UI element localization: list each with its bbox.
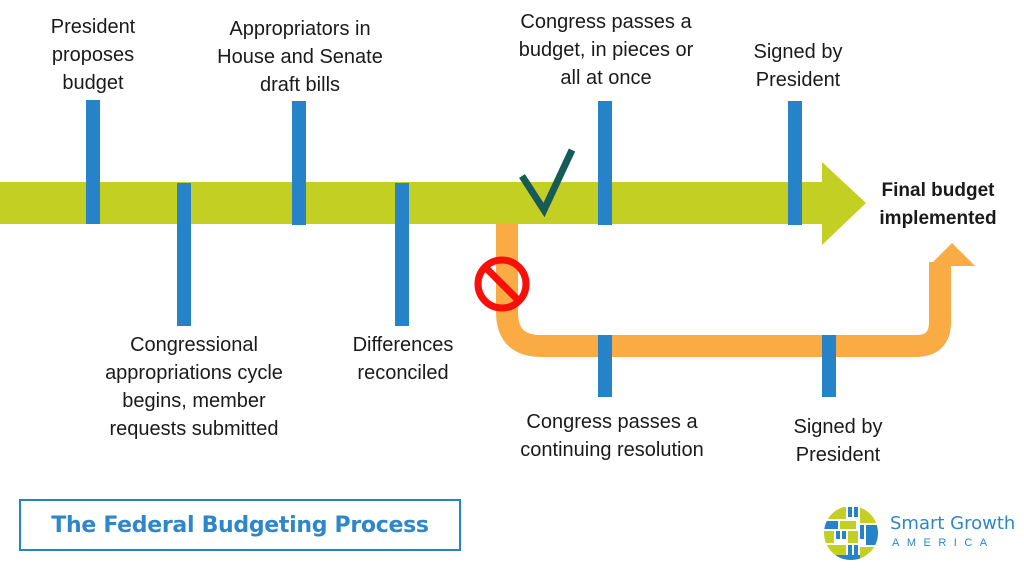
main-path xyxy=(0,182,824,224)
step-label-differences-reconciled: Differences reconciled xyxy=(352,334,454,384)
logo-subtitle: AMERICA xyxy=(892,537,995,549)
step-label-appropriators-draft: Appropriators in House and Senate draft … xyxy=(217,18,383,96)
step-label-appropriations-cycle: Congressional appropriations cycle begin… xyxy=(105,334,283,440)
logo-emblem-icon xyxy=(824,506,878,560)
alternate-path xyxy=(496,222,951,357)
logo-name: Smart Growth xyxy=(890,513,1016,534)
step-label-congress-passes-budget: Congress passes a budget, in pieces or a… xyxy=(518,11,694,89)
outcome-label: Final budget implemented xyxy=(879,180,997,229)
title-box: The Federal Budgeting Process xyxy=(19,499,461,551)
smart-growth-america-logo: Smart Growth AMERICA xyxy=(822,505,1016,561)
alternate-path-arrowhead xyxy=(929,243,975,266)
step-label-signed-by-president: Signed by President xyxy=(753,41,843,91)
marker-continuing-resolution xyxy=(598,335,612,397)
diagram-title: The Federal Budgeting Process xyxy=(51,512,429,538)
step-label-cr-signed-by-president: Signed by President xyxy=(793,416,883,466)
prohibit-icon xyxy=(474,256,530,312)
marker-cr-signed-by-president xyxy=(822,335,836,397)
marker-signed-by-president xyxy=(788,101,802,225)
marker-appropriators-draft xyxy=(292,101,306,225)
marker-president-proposes xyxy=(86,100,100,224)
check-icon xyxy=(519,148,576,218)
main-path-arrowhead xyxy=(822,162,866,245)
marker-differences-reconciled xyxy=(395,183,409,326)
marker-appropriations-cycle xyxy=(177,183,191,326)
step-label-president-proposes: President proposes budget xyxy=(50,16,136,94)
step-label-continuing-resolution: Congress passes a continuing resolution xyxy=(520,411,704,461)
marker-congress-passes-budget xyxy=(598,101,612,225)
